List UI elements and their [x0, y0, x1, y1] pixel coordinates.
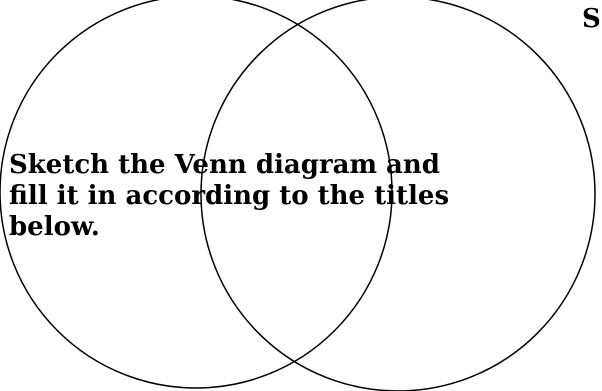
- venn-circle-right: [200, 0, 596, 391]
- venn-circle-left: [0, 0, 393, 389]
- instruction-text: Sketch the Venn diagram and fill it in a…: [9, 150, 602, 243]
- instruction-line-2: fill it in according to the titles: [9, 181, 450, 211]
- instruction-line-1: Sketch the Venn diagram and: [9, 150, 440, 180]
- instruction-line-3: below.: [9, 212, 100, 242]
- corner-letter: S: [582, 4, 601, 34]
